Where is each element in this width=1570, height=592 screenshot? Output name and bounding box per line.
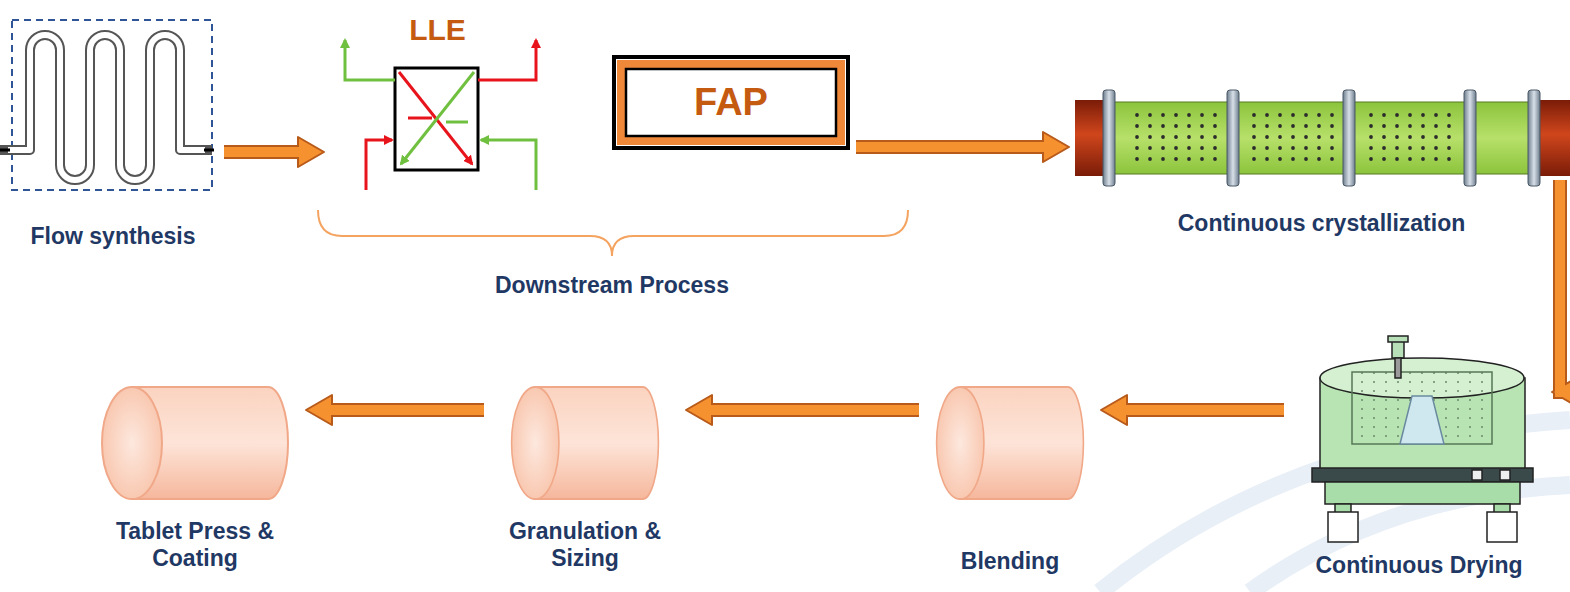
lle-extractor [345, 40, 536, 190]
arrow-shaft-outline [1560, 180, 1570, 392]
arrow-shaft-outline [224, 145, 300, 159]
group-bracket [318, 210, 908, 256]
blender-cylinder [937, 387, 1084, 499]
node-label: Granulation & Sizing [490, 518, 680, 572]
flow-reactor [0, 20, 214, 190]
node-label: Continuous crystallization [1075, 210, 1568, 237]
process-node: Flow synthesis [8, 18, 218, 263]
node-label: Flow synthesis [8, 223, 218, 250]
arrow-head [298, 137, 324, 167]
flow-arrow [1101, 395, 1284, 425]
node-label: Blending [925, 548, 1095, 575]
arrow-shaft-outline [1125, 403, 1284, 417]
process-node: Blending [925, 380, 1095, 585]
flow-arrow [856, 132, 1069, 162]
flow-arrow [306, 395, 484, 425]
centrifuge-dryer [1312, 336, 1533, 542]
extraction-node: LLE [330, 12, 545, 194]
arrow-head [1043, 132, 1069, 162]
node-label: Continuous Drying [1290, 552, 1548, 579]
arrow-head [1101, 395, 1127, 425]
arrow-shaft [856, 142, 1045, 152]
process-node: Continuous Drying [1290, 330, 1548, 588]
flow-arrow [686, 395, 919, 425]
process-node: Tablet Press & Coating [90, 380, 300, 588]
arrow-shaft-outline [856, 140, 1045, 154]
node-label: Tablet Press & Coating [90, 518, 300, 572]
process-box: FAP [612, 55, 850, 150]
group-label: Downstream Process [495, 272, 729, 299]
process-node: Granulation & Sizing [490, 380, 680, 588]
flow-arrow [224, 137, 324, 167]
flow-arrow [1552, 180, 1570, 407]
arrow-shaft [1560, 180, 1570, 392]
arrow-shaft [330, 405, 484, 415]
arrow-shaft [1125, 405, 1284, 415]
arrow-shaft-outline [710, 403, 919, 417]
arrow-head [686, 395, 712, 425]
node-label: FAP [612, 80, 850, 124]
crystallizer-tube [1075, 90, 1570, 186]
tablet-press-cylinder [102, 387, 288, 499]
arrow-head [306, 395, 332, 425]
arrow-shaft [224, 147, 300, 157]
process-node: Continuous crystallization [1075, 92, 1568, 252]
arrow-shaft [710, 405, 919, 415]
arrow-shaft-outline [330, 403, 484, 417]
granulator-cylinder [512, 387, 659, 499]
node-label: LLE [330, 12, 545, 48]
